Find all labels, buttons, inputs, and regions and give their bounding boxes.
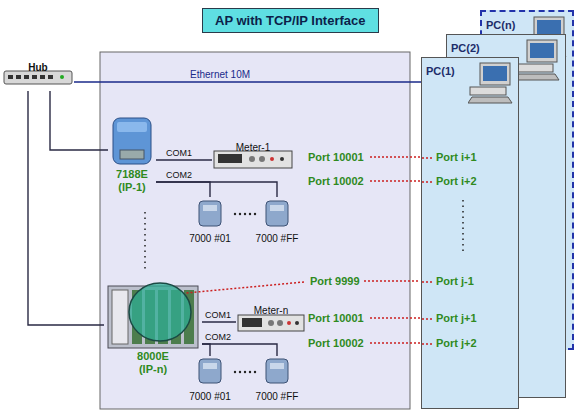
port-label: Port i+2 <box>436 174 477 188</box>
pc-label: PC(2) <box>451 42 480 55</box>
hub: Hub <box>2 57 74 91</box>
module-7000-icon <box>266 201 288 226</box>
port-label: Port i+1 <box>436 150 477 164</box>
meter-icon <box>238 315 304 331</box>
device-label: 7000 #FF <box>256 233 299 245</box>
device-label: 7000 #FF <box>256 391 299 403</box>
title-box: AP with TCP/IP Interface <box>202 8 379 33</box>
io-module: 7000 #FF <box>253 197 301 246</box>
port-label: Port j+1 <box>436 311 477 325</box>
io-module: 7000 #01 <box>186 197 234 246</box>
ellipsis-dots <box>234 371 256 373</box>
module-7000-icon <box>199 201 221 226</box>
connector-label: COM2 <box>205 332 231 343</box>
controller-8000e-icon <box>108 283 198 348</box>
device-label: Hub <box>28 62 47 74</box>
connector <box>202 321 236 322</box>
connector-label: Ethernet 10M <box>190 69 250 80</box>
pc-decoration <box>422 58 520 410</box>
device-label: Meter-n <box>254 305 288 317</box>
connector <box>156 182 210 197</box>
system-panel <box>100 52 410 409</box>
io-server-module: 7188E (IP-1) <box>108 114 156 195</box>
ellipsis-dots <box>144 212 146 272</box>
module-7000-icon <box>266 359 288 383</box>
port-label: Port 9999 <box>310 274 360 288</box>
connector <box>156 182 277 197</box>
port-label: Port j-1 <box>436 274 474 288</box>
pc-label: PC(n) <box>486 19 515 32</box>
meter-icon <box>214 151 292 168</box>
meter: Meter-n <box>236 300 306 340</box>
io-module: 7000 #01 <box>186 356 234 404</box>
connector-label: COM1 <box>205 310 231 321</box>
module-7000-icon <box>199 359 221 383</box>
port-label: Port 10001 <box>308 150 364 164</box>
port-label: Port 10002 <box>308 336 364 350</box>
device-label: Meter-1 <box>236 142 270 154</box>
controller-module: 8000E (IP-n) <box>104 282 202 377</box>
device-label: 7188E (IP-1) <box>110 168 154 194</box>
computer-icon <box>468 62 514 104</box>
meter: Meter-1 <box>212 137 294 177</box>
device-label: 7000 #01 <box>189 391 231 403</box>
module-7188e-icon <box>113 118 151 164</box>
io-module: 7000 #FF <box>253 356 301 404</box>
connector <box>50 91 108 150</box>
port-label: Port 10001 <box>308 311 364 325</box>
device-label: 8000E (IP-n) <box>128 350 178 376</box>
connector <box>156 159 212 160</box>
ellipsis-dots <box>234 213 256 215</box>
connector-label: COM1 <box>166 148 192 159</box>
port-label: Port 10002 <box>308 174 364 188</box>
connector-label: COM2 <box>166 170 192 181</box>
connector <box>202 344 277 356</box>
connector <box>74 81 421 82</box>
port-link <box>186 157 420 343</box>
connector <box>28 91 104 325</box>
device-label: 7000 #01 <box>189 233 231 245</box>
port-label: Port j+2 <box>436 336 477 350</box>
pc-panel: PC(1) <box>421 57 519 409</box>
computer-icon <box>515 39 561 81</box>
connector <box>202 344 210 356</box>
pc-label: PC(1) <box>426 65 455 78</box>
